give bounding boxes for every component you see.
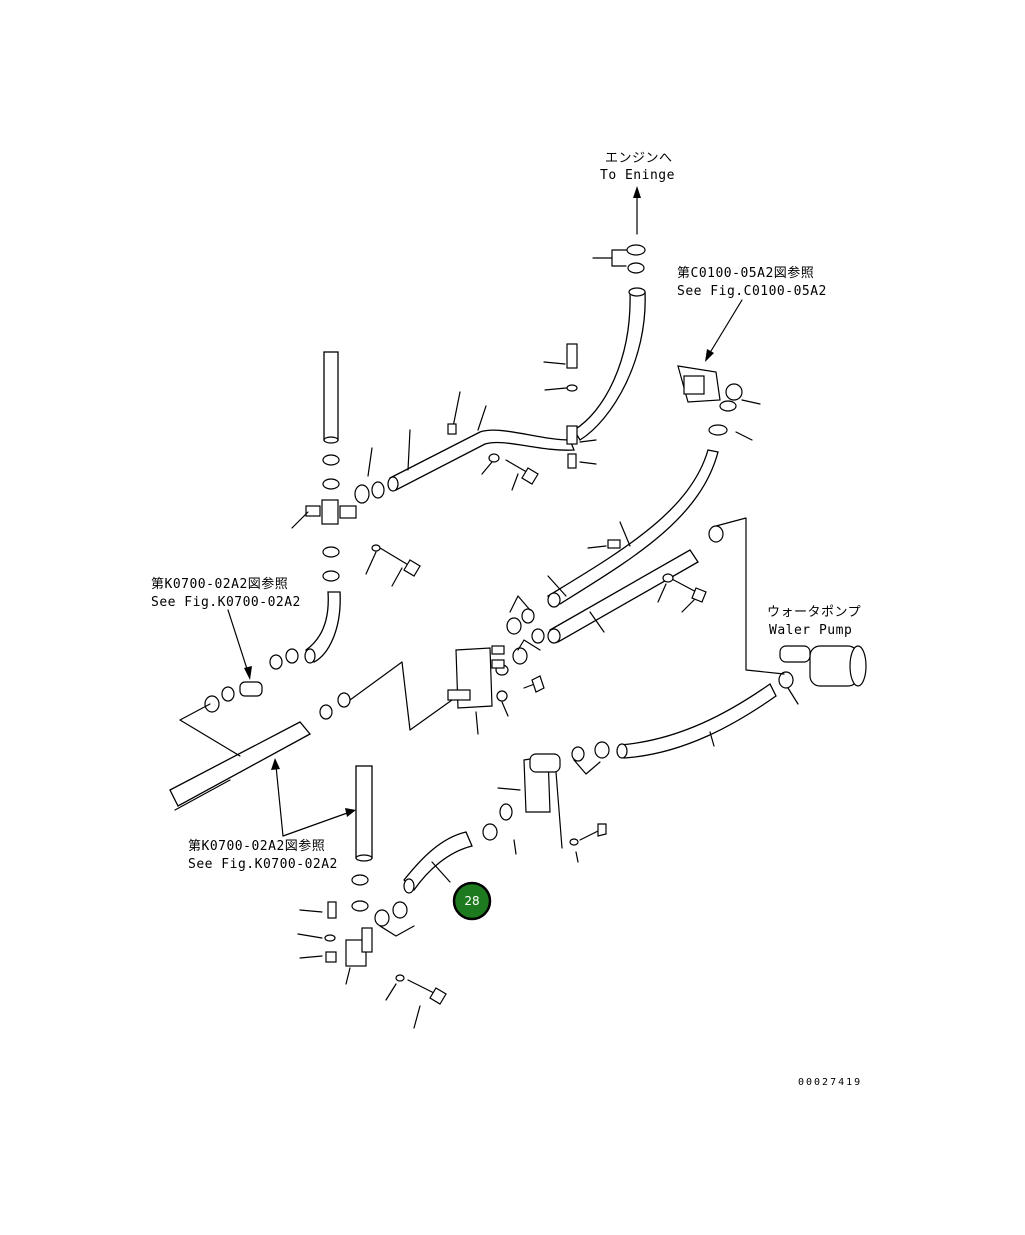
callout-28-number: 28	[464, 894, 479, 908]
ref-k0700-top-label-jp: 第K0700-02A2図参照	[151, 576, 288, 592]
callout-28[interactable]: 28	[431, 861, 492, 921]
water-pump	[708, 517, 867, 705]
bracket-bolt-top	[543, 343, 597, 469]
clamps-left-chain	[179, 648, 453, 757]
hose-engine-return	[573, 287, 646, 441]
clamp-engine	[592, 244, 646, 274]
bolt-mid-right	[587, 539, 707, 613]
hose-left-elbow	[304, 591, 341, 664]
ref-k0700-bottom-label-jp: 第K0700-02A2図参照	[188, 838, 325, 854]
hose-lower-vertical	[355, 765, 373, 862]
k0700-bottom-reference-arrows	[271, 758, 356, 837]
engine-label-en: To Eninge	[600, 168, 675, 183]
water-pump-label-en: Waler Pump	[769, 623, 852, 638]
bolt-left	[365, 544, 421, 587]
elbow-fitting-lower	[482, 741, 610, 863]
ref-c0100-label-en: See Fig.C0100-05A2	[677, 284, 827, 299]
radiator-outlet-fitting	[677, 365, 761, 441]
clamps-center-right	[506, 595, 545, 693]
hose-mid-diagonal	[547, 549, 699, 644]
drawing-code: 00027419	[798, 1077, 862, 1088]
bolt-lower	[385, 974, 447, 1029]
hose-water-pump	[616, 683, 777, 759]
water-pump-label-jp: ウォータポンプ	[767, 605, 861, 620]
engine-label-jp: エンジンへ	[605, 151, 673, 166]
callout-28-circle[interactable]	[452, 881, 492, 921]
ref-k0700-bottom-label-en: See Fig.K0700-02A2	[188, 857, 338, 872]
ref-c0100-label-jp: 第C0100-05A2図参照	[677, 265, 814, 281]
k0700-top-reference-arrow	[227, 609, 252, 680]
hose-radiator-diagonal	[546, 449, 719, 608]
hose-long-left	[169, 721, 312, 811]
lower-left-fitting	[297, 874, 415, 985]
bolt-upper	[481, 453, 539, 491]
bracket-center	[447, 645, 509, 735]
hose-part-28	[403, 831, 473, 894]
hose-left-vertical-top	[323, 351, 339, 444]
ref-k0700-top-label-en: See Fig.K0700-02A2	[151, 595, 301, 610]
c0100-reference-arrow	[705, 299, 743, 362]
leader-lines-misc	[367, 391, 715, 747]
engine-arrow	[633, 186, 641, 235]
hose-upper-horizontal	[387, 429, 575, 492]
tee-fitting-left	[291, 454, 385, 582]
